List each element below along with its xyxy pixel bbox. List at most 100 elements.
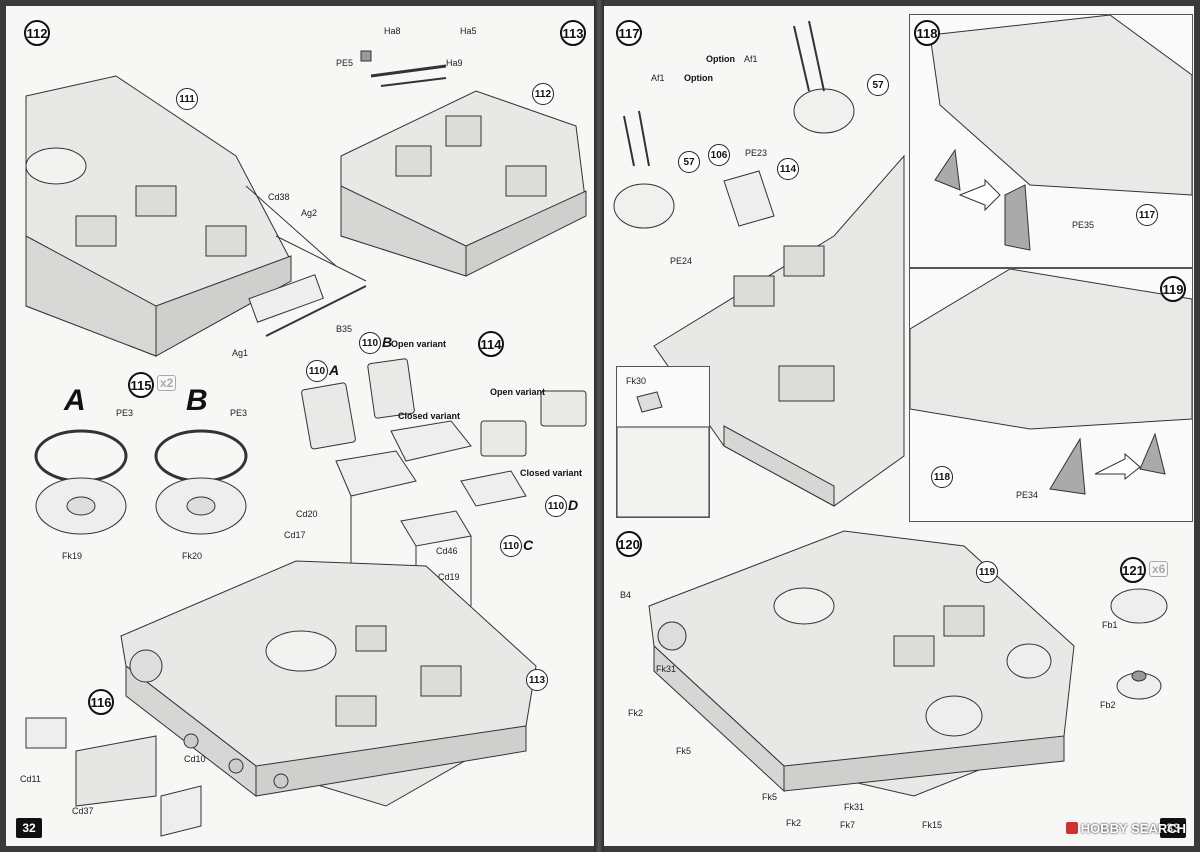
callout-110-c: 110 [500, 535, 522, 557]
part-pe3-a: PE3 [116, 408, 134, 418]
part-fk19: Fk19 [62, 551, 83, 561]
part-ha5: Ha5 [460, 26, 477, 36]
part-pe24: PE24 [670, 256, 693, 266]
part-cd11: Cd11 [20, 774, 41, 784]
part-cd19: Cd19 [438, 572, 460, 582]
part-fk5-a: Fk5 [676, 746, 692, 756]
part-pe5: PE5 [336, 58, 354, 68]
hull-drawing-main [120, 560, 537, 807]
part-fk31-a: Fk31 [656, 664, 677, 674]
right-page: 117 118 119 120 121 x6 57 57 106 114 117… [604, 6, 1194, 846]
callout-110-b-letter: B [382, 334, 393, 350]
note-open-variant-1: Open variant [391, 339, 447, 349]
variant-a-label: A [64, 384, 86, 417]
callout-57-right: 57 [867, 74, 889, 96]
callout-113: 113 [526, 669, 548, 691]
box-drawing-116 [25, 717, 202, 837]
callout-118: 118 [931, 466, 953, 488]
part-fk2-a: Fk2 [628, 708, 644, 718]
book-gutter [594, 0, 604, 852]
callout-110-c-letter: C [523, 537, 534, 553]
part-ha8: Ha8 [384, 26, 401, 36]
part-fk30: Fk30 [626, 376, 647, 386]
part-pe3-b: PE3 [230, 408, 248, 418]
part-fk5-b: Fk5 [762, 792, 778, 802]
callout-110-d: 110 [545, 495, 567, 517]
part-fb1: Fb1 [1102, 620, 1118, 630]
step-113-badge: 113 [560, 20, 586, 46]
watermark: HOBBY SEARCH [1065, 821, 1186, 836]
part-b4: B4 [620, 590, 632, 600]
part-fb2: Fb2 [1100, 700, 1116, 710]
step-117-badge: 117 [616, 20, 642, 46]
variant-b-label: B [186, 384, 208, 417]
part-cd10: Cd10 [184, 754, 206, 764]
panel-step-119 [909, 268, 1193, 522]
callout-119: 119 [976, 561, 998, 583]
watermark-text: HOBBY SEARCH [1080, 821, 1186, 836]
step-112-badge: 112 [24, 20, 50, 46]
part-fk7: Fk7 [840, 820, 856, 830]
part-cd20: Cd20 [296, 509, 318, 519]
note-open-variant-2: Open variant [490, 387, 546, 397]
hull-drawing-112 [25, 75, 367, 357]
part-cd37: Cd37 [72, 806, 94, 816]
panel-118-drawing [929, 15, 1192, 251]
step-114-badge: 114 [478, 331, 504, 357]
part-af1-b: Af1 [651, 73, 665, 83]
part-af1-a: Af1 [744, 54, 758, 64]
part-cd46: Cd46 [436, 546, 458, 556]
hull-drawing-120 [648, 530, 1075, 797]
step-119-badge: 119 [1160, 276, 1186, 302]
callout-57-left: 57 [678, 151, 700, 173]
step-118-badge: 118 [914, 20, 940, 46]
part-pe34: PE34 [1016, 490, 1039, 500]
part-fk20: Fk20 [182, 551, 203, 561]
step-116-badge: 116 [88, 689, 114, 715]
part-b35: B35 [336, 324, 353, 334]
part-ag1: Ag1 [232, 348, 249, 358]
part-ha9: Ha9 [446, 58, 463, 68]
callout-117: 117 [1136, 204, 1158, 226]
page-number-left: 32 [16, 818, 42, 838]
callout-106: 106 [708, 144, 730, 166]
hull-drawing-117 [613, 20, 905, 507]
watermark-logo-icon [1065, 822, 1078, 834]
callout-110-b: 110 [359, 332, 381, 354]
callout-110-a-letter: A [329, 362, 340, 378]
left-page: 112 113 114 115 x2 116 A B 111 112 113 1… [6, 6, 594, 846]
panel-step-118 [909, 14, 1193, 268]
part-cd17: Cd17 [284, 530, 306, 540]
part-pe35: PE35 [1072, 220, 1095, 230]
panel-fk30-detail [616, 366, 710, 518]
panel-119-drawing [910, 269, 1192, 495]
step-121-multiplier: x6 [1149, 561, 1169, 577]
step-115-multiplier: x2 [157, 375, 177, 391]
step-115-badge: 115 [128, 372, 154, 398]
callout-112: 112 [532, 83, 554, 105]
panel-fk30-drawing [617, 391, 709, 517]
note-option-2: Option [684, 73, 713, 83]
callout-110-d-letter: D [568, 497, 579, 513]
part-fk2-b: Fk2 [786, 818, 802, 828]
part-cd38: Cd38 [268, 192, 290, 202]
wheels-drawing-115 [34, 429, 248, 535]
step-120-badge: 120 [616, 531, 642, 557]
left-page-drawings [25, 50, 587, 837]
page-number-right: 33 [1160, 818, 1186, 838]
hatches-drawing-114 [301, 358, 587, 626]
callout-110-a: 110 [306, 360, 328, 382]
hull-drawing-113 [340, 50, 587, 277]
callout-114: 114 [777, 158, 799, 180]
callout-111: 111 [176, 88, 198, 110]
note-closed-variant-2: Closed variant [520, 468, 583, 478]
part-pe23: PE23 [745, 148, 768, 158]
note-option-1: Option [706, 54, 735, 64]
part-fk31-b: Fk31 [844, 802, 865, 812]
right-page-drawings [613, 20, 1168, 797]
wheel-drawing-121 [1110, 588, 1168, 700]
step-121-badge: 121 [1120, 557, 1146, 583]
part-ag2: Ag2 [301, 208, 318, 218]
part-fk15: Fk15 [922, 820, 943, 830]
